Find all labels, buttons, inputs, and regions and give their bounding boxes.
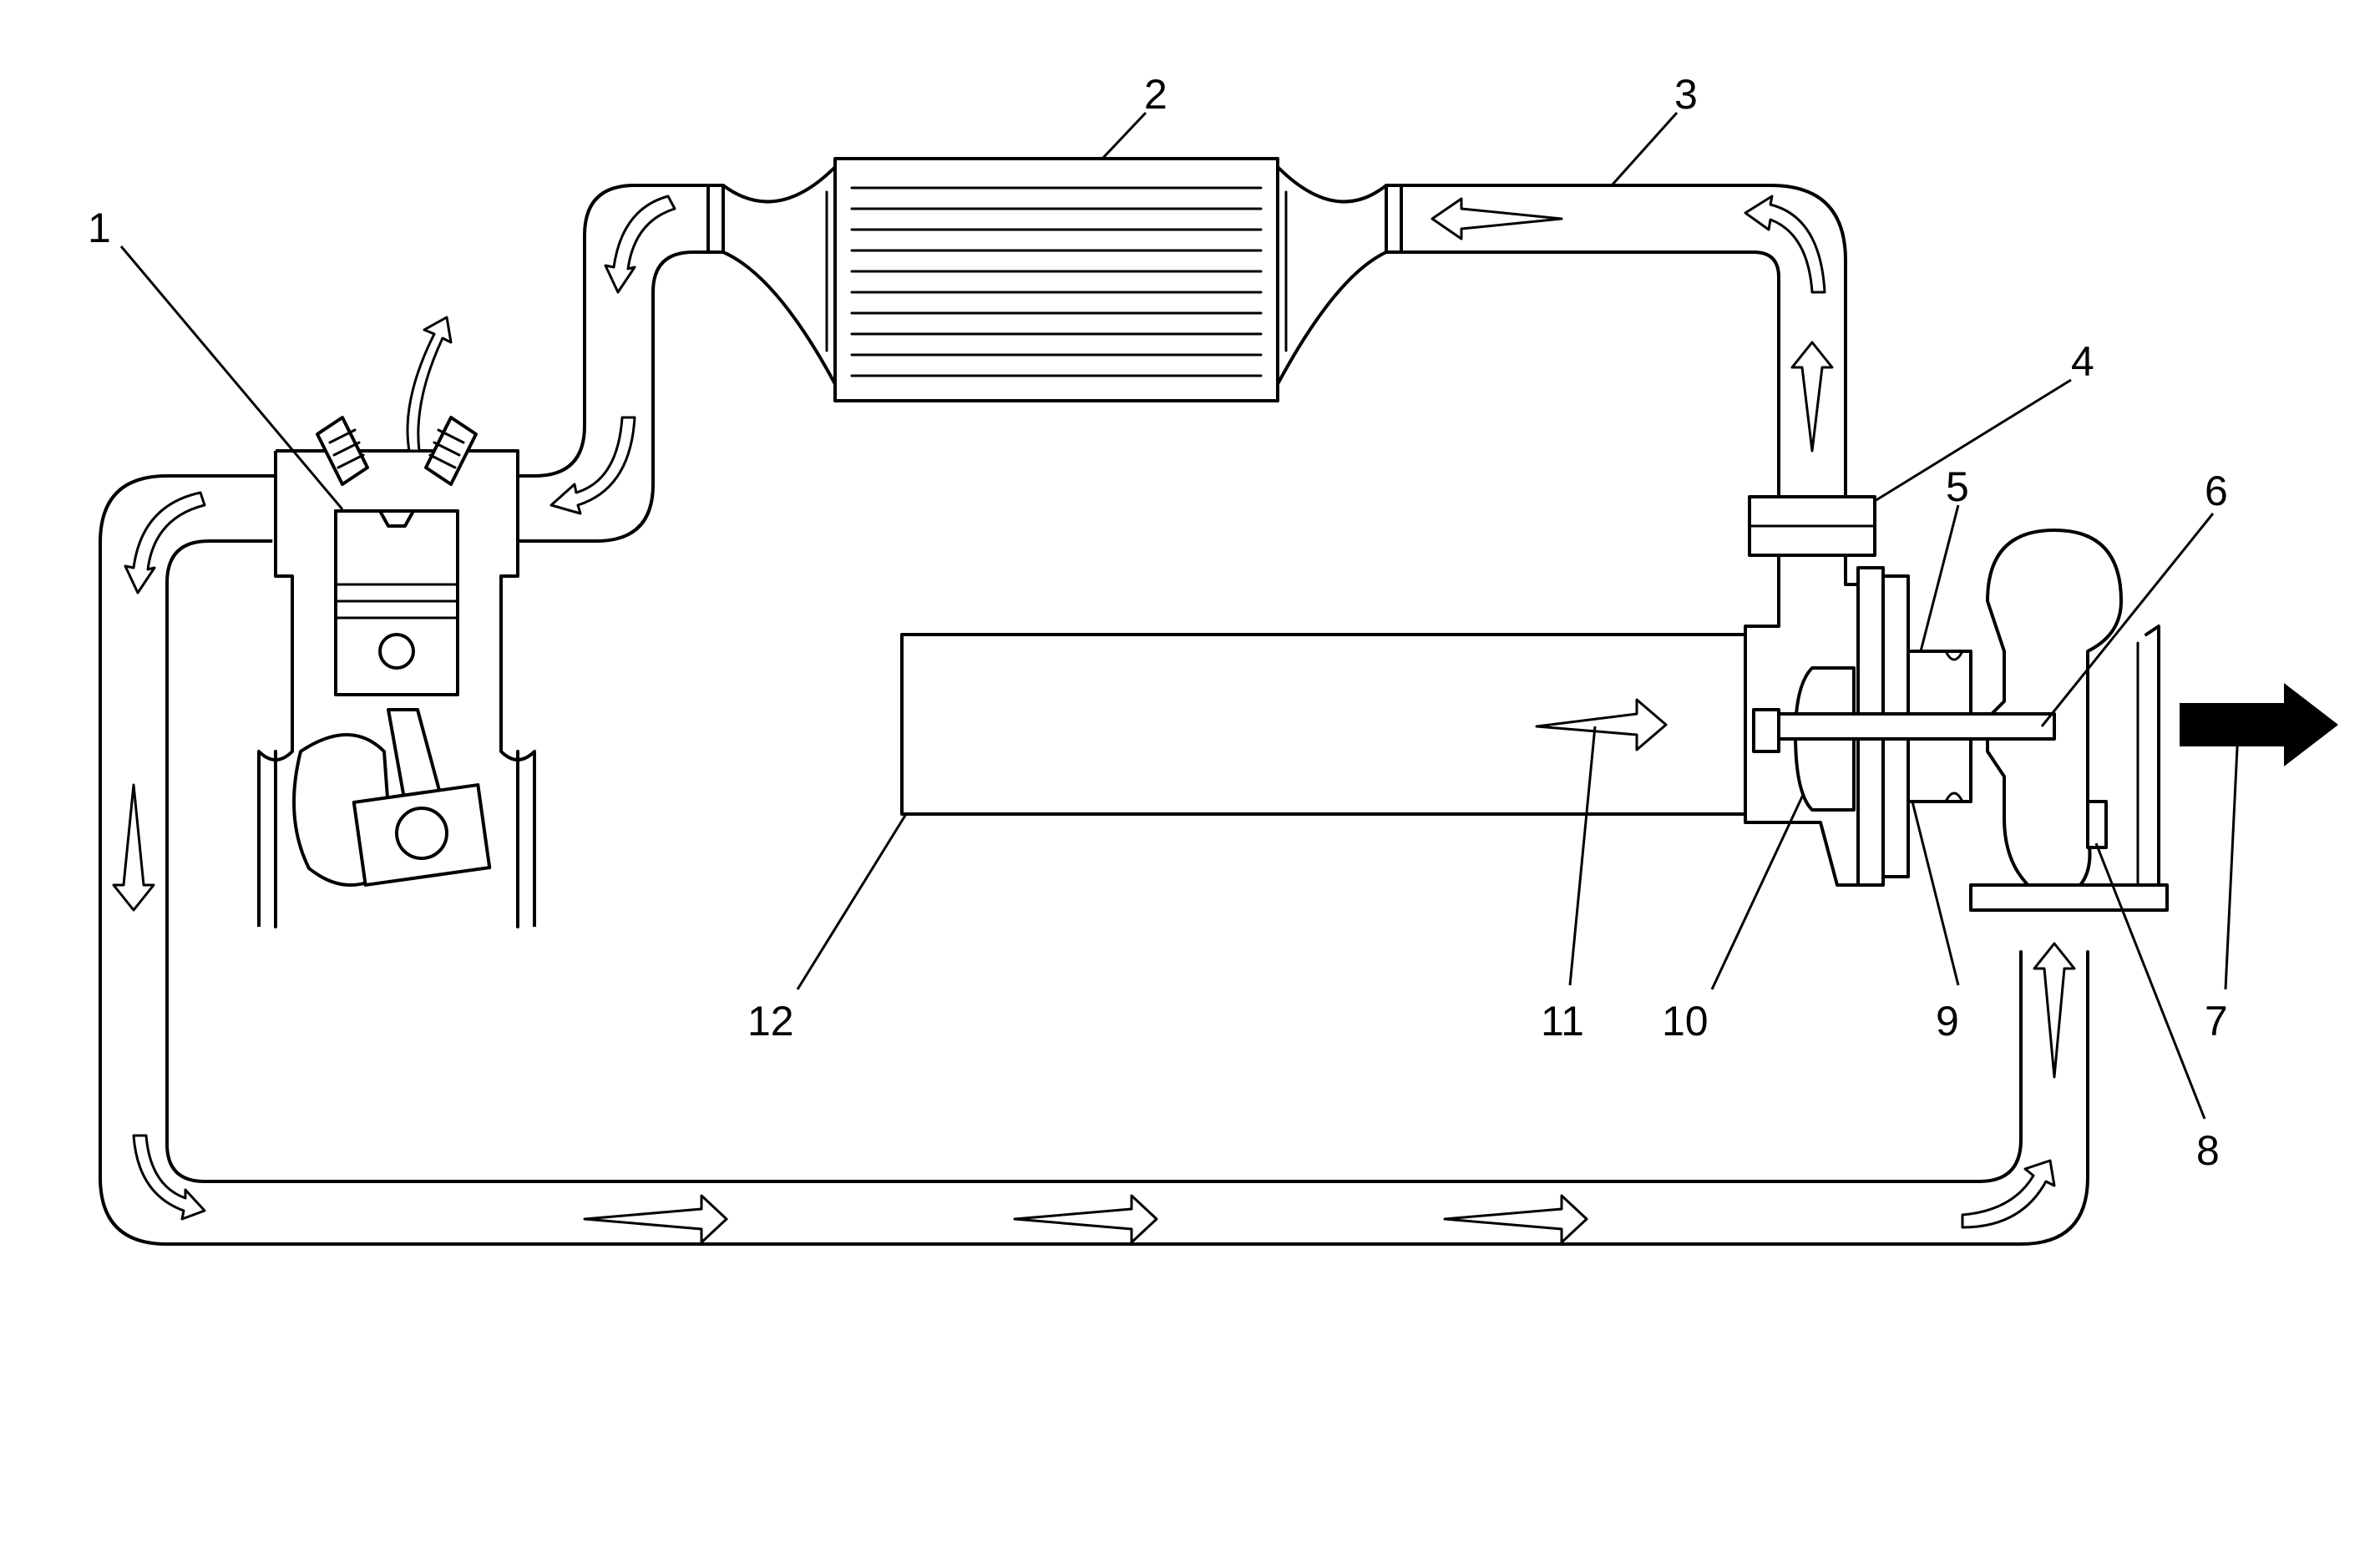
- leader-lines: [119, 111, 2240, 1120]
- exhaust-pipe: [99, 474, 2089, 1246]
- engine-cylinder: [257, 416, 536, 928]
- intake-pipe-from-compressor: [1385, 184, 1847, 498]
- callout-6: 6: [2205, 468, 2228, 514]
- callout-2: 2: [1144, 71, 1167, 118]
- turbocharger: [1744, 529, 2169, 912]
- callouts: 1 2 3 4 5 6 7 8 9 10 11 12: [88, 71, 2228, 1174]
- exhaust-outlet-arrow: [2180, 683, 2338, 766]
- callout-9: 9: [1936, 998, 1959, 1045]
- intake-pipe-to-engine: [516, 184, 725, 543]
- callout-12: 12: [747, 998, 794, 1045]
- flow-arrows: [112, 195, 2076, 1244]
- callout-3: 3: [1674, 71, 1698, 118]
- callout-8: 8: [2196, 1127, 2220, 1174]
- callout-7: 7: [2205, 998, 2228, 1045]
- callout-4: 4: [2071, 338, 2094, 385]
- callout-11: 11: [1541, 998, 1584, 1045]
- intercooler: [722, 157, 1388, 402]
- hose-clamp: [1748, 495, 1876, 586]
- intercooler-fins: [850, 186, 1263, 377]
- callout-10: 10: [1662, 998, 1709, 1045]
- callout-5: 5: [1946, 463, 1969, 510]
- callout-1: 1: [88, 205, 111, 251]
